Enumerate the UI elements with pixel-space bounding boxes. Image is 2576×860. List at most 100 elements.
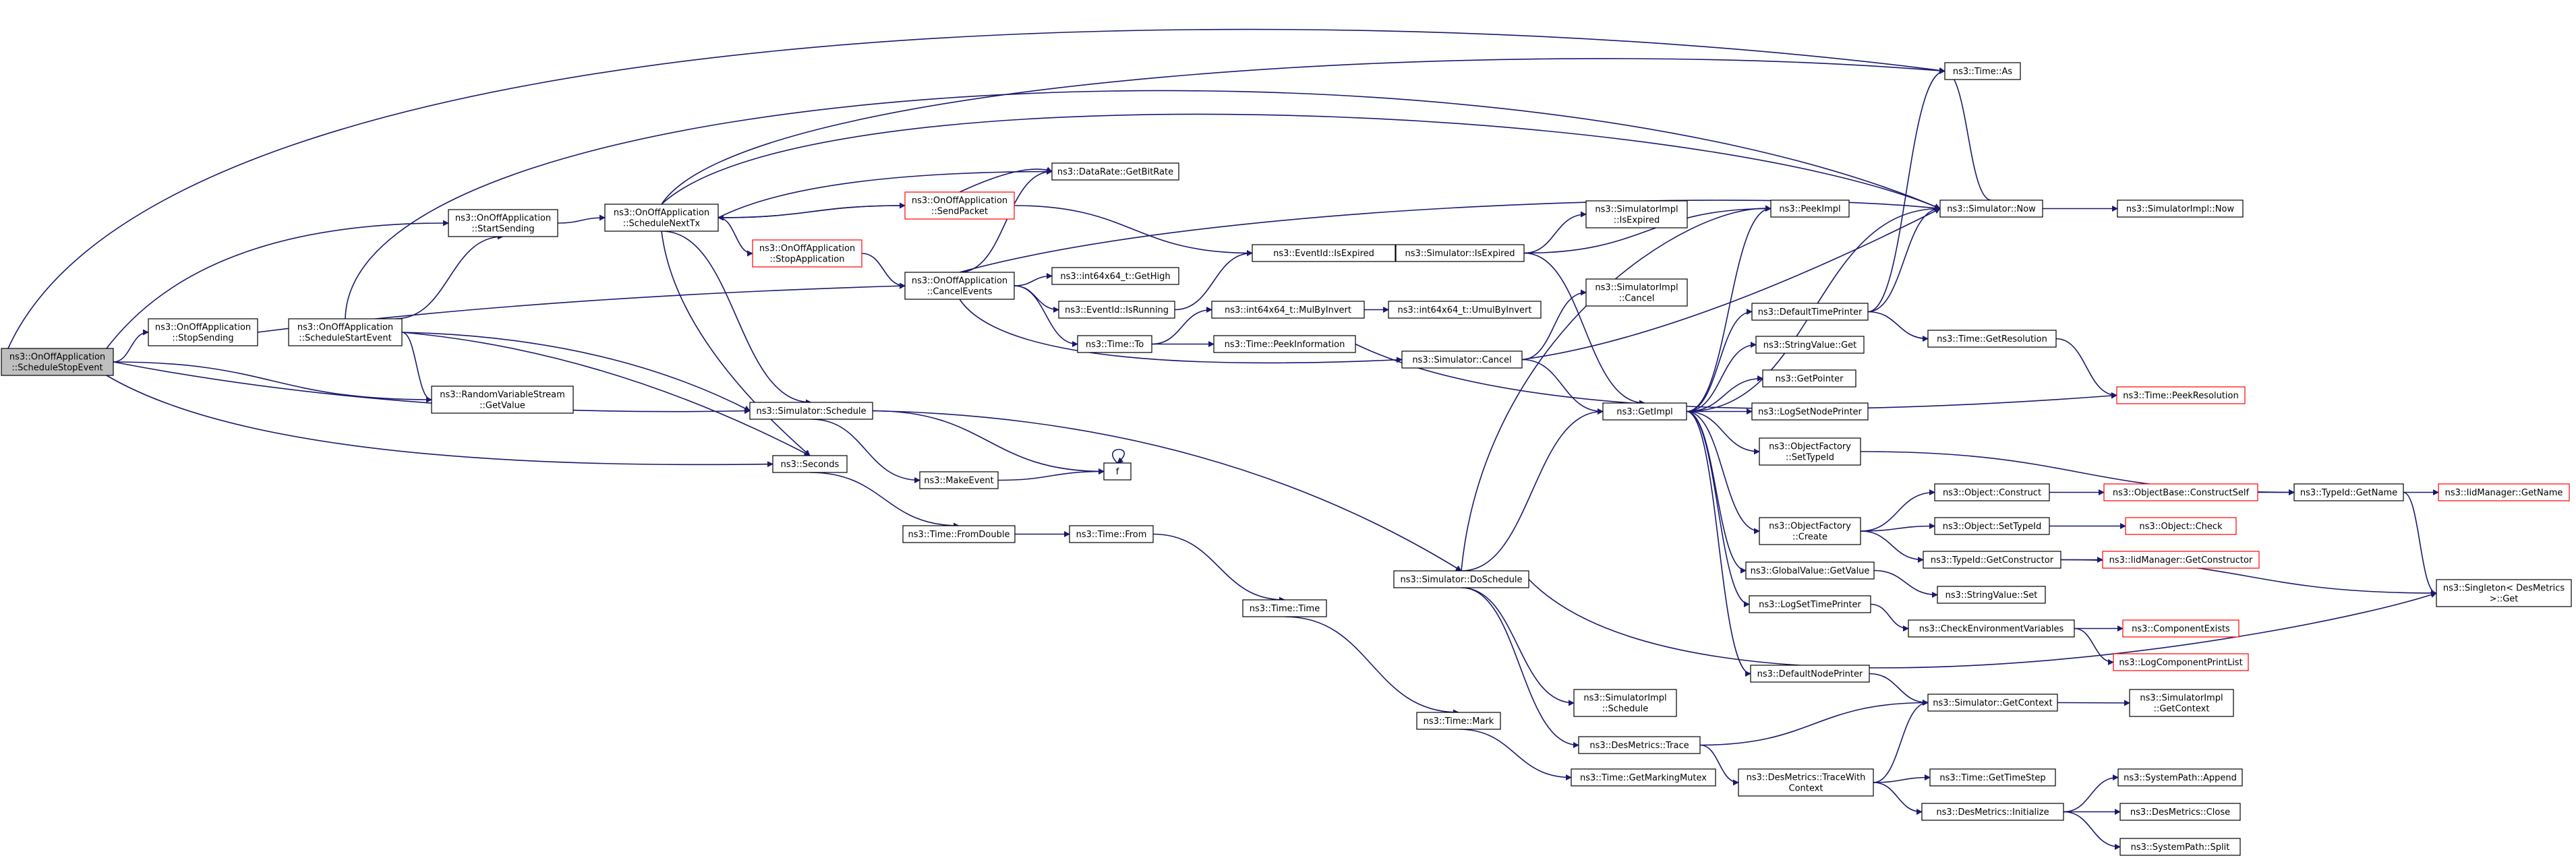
node-isrunning[interactable]: ns3::EventId::IsRunning: [1058, 301, 1175, 319]
node-defaultnodeprinter[interactable]: ns3::DefaultNodePrinter: [1750, 665, 1870, 683]
node-label: ns3::OnOffApplication: [614, 208, 709, 218]
node-gvgetvalue[interactable]: ns3::GlobalValue::GetValue: [1745, 561, 1875, 580]
node-objbaseconstructself[interactable]: ns3::ObjectBase::ConstructSelf: [2103, 483, 2258, 501]
node-peekinfo[interactable]: ns3::Time::PeekInformation: [1213, 335, 1356, 353]
node-label: ns3::OnOffApplication: [912, 196, 1007, 206]
node-root[interactable]: ns3::OnOffApplication::ScheduleStopEvent: [1, 348, 114, 376]
call-edge-getimpl-to-stringvalueget: [1686, 342, 1757, 412]
node-logsettimeprinter[interactable]: ns3::LogSetTimePrinter: [1749, 595, 1871, 613]
call-edge-schedstart-to-startsending: [394, 233, 504, 319]
node-simimplisexpired[interactable]: ns3::SimulatorImpl::IsExpired: [1585, 200, 1688, 228]
node-simimplnow[interactable]: ns3::SimulatorImpl::Now: [2117, 199, 2244, 218]
node-simimplcancel[interactable]: ns3::SimulatorImpl::Cancel: [1585, 278, 1688, 307]
call-edge-simschedule-to-simdoschedule: [872, 410, 1462, 572]
node-timetime[interactable]: ns3::Time::Time: [1242, 599, 1327, 617]
call-edge-timetime-to-timemark: [1284, 616, 1459, 716]
node-stopapp[interactable]: ns3::OnOffApplication::StopApplication: [752, 239, 862, 268]
call-edge-defaulttimeprinter-to-simnow: [1867, 206, 1941, 313]
node-label: ns3::OnOffApplication: [155, 323, 251, 333]
call-edge-desmtracewith-to-gettimestep: [1873, 774, 1931, 783]
node-box: [1388, 301, 1542, 319]
node-gettimestep[interactable]: ns3::Time::GetTimeStep: [1929, 768, 2056, 787]
node-mulbyinvert[interactable]: ns3::int64x64_t::MulByInvert: [1211, 301, 1365, 319]
node-f[interactable]: f: [1103, 462, 1132, 481]
node-tidgetconstructor[interactable]: ns3::TypeId::GetConstructor: [1923, 551, 2061, 569]
node-simnow[interactable]: ns3::Simulator::Now: [1939, 199, 2043, 218]
node-cancelevents[interactable]: ns3::OnOffApplication::CancelEvents: [904, 272, 1015, 300]
node-label: ::Cancel: [1619, 294, 1655, 304]
node-label: ns3::Object::Check: [2139, 522, 2223, 532]
node-objsettypeid[interactable]: ns3::Object::SetTypeId: [1934, 517, 2050, 535]
node-simgetcontext[interactable]: ns3::Simulator::GetContext: [1927, 694, 2058, 712]
node-rvsgetvalue[interactable]: ns3::RandomVariableStream::GetValue: [431, 386, 574, 414]
node-fromdouble[interactable]: ns3::Time::FromDouble: [902, 525, 1016, 543]
node-stopsending[interactable]: ns3::OnOffApplication::StopSending: [148, 318, 258, 346]
node-label: ::ScheduleNextTx: [623, 219, 701, 229]
node-seconds[interactable]: ns3::Seconds: [772, 455, 848, 473]
node-tidgetname[interactable]: ns3::TypeId::GetName: [2293, 483, 2404, 501]
node-singletonget[interactable]: ns3::Singleton< DesMetrics >::Get: [2436, 579, 2572, 607]
call-edge-sendpacket-to-schednexttx: [718, 205, 906, 221]
node-componentexists[interactable]: ns3::ComponentExists: [2122, 619, 2240, 638]
node-getimpl[interactable]: ns3::GetImpl: [1602, 402, 1687, 421]
node-defaulttimeprinter[interactable]: ns3::DefaultTimePrinter: [1751, 303, 1869, 321]
node-simcancel[interactable]: ns3::Simulator::Cancel: [1401, 350, 1523, 369]
node-stringvalueset[interactable]: ns3::StringValue::Set: [1937, 586, 2046, 604]
call-edges: [7, 28, 2439, 850]
node-box: [1944, 62, 2021, 80]
node-startsending[interactable]: ns3::OnOffApplication::StartSending: [448, 209, 558, 237]
node-label: f: [1116, 467, 1119, 477]
node-logcompprintlist[interactable]: ns3::LogComponentPrintList: [2113, 653, 2249, 671]
node-label: ns3::DefaultTimePrinter: [1758, 307, 1863, 317]
node-label: ns3::DataRate::GetBitRate: [1057, 167, 1173, 177]
node-label: >::Get: [2490, 594, 2519, 605]
node-box: [2119, 803, 2241, 821]
call-edge-makeevent-to-f: [997, 468, 1105, 481]
node-simisexpired[interactable]: ns3::Simulator::IsExpired: [1395, 244, 1525, 262]
node-timemark[interactable]: ns3::Time::Mark: [1416, 712, 1501, 730]
node-box: [2102, 551, 2260, 569]
node-box: [1602, 402, 1687, 421]
node-ofcreate[interactable]: ns3::ObjectFactory::Create: [1759, 517, 1861, 545]
node-peekimpl[interactable]: ns3::PeekImpl: [1770, 199, 1850, 218]
node-sendpacket[interactable]: ns3::OnOffApplication::SendPacket: [904, 191, 1015, 220]
node-objconstruct[interactable]: ns3::Object::Construct: [1934, 483, 2050, 501]
node-objcheck[interactable]: ns3::Object::Check: [2125, 517, 2237, 535]
call-edge-defaulttimeprinter-to-timeas: [1867, 68, 1945, 313]
node-timeas[interactable]: ns3::Time::As: [1944, 62, 2021, 80]
node-makeevent[interactable]: ns3::MakeEvent: [919, 471, 999, 489]
node-iidmgetconstructor[interactable]: ns3::IidManager::GetConstructor: [2102, 551, 2260, 569]
node-simimplschedule[interactable]: ns3::SimulatorImpl::Schedule: [1573, 689, 1677, 717]
node-label: ::StopApplication: [770, 255, 845, 265]
node-simimplgetcontext[interactable]: ns3::SimulatorImpl::GetContext: [2129, 689, 2234, 717]
node-checkenvvars[interactable]: ns3::CheckEnvironmentVariables: [1908, 619, 2075, 638]
node-desmclose[interactable]: ns3::DesMetrics::Close: [2119, 803, 2241, 821]
node-spsplit[interactable]: ns3::SystemPath::Split: [2119, 838, 2241, 856]
node-logsetnodeprinter[interactable]: ns3::LogSetNodePrinter: [1751, 402, 1869, 421]
node-stringvalueget[interactable]: ns3::StringValue::Get: [1755, 336, 1865, 354]
node-ofsettypeid[interactable]: ns3::ObjectFactory::SetTypeId: [1759, 437, 1861, 466]
call-edge-cancelevents-to-timeto: [1014, 285, 1078, 347]
node-getbitrate[interactable]: ns3::DataRate::GetBitRate: [1051, 162, 1179, 181]
node-eidisexpired[interactable]: ns3::EventId::IsExpired: [1252, 244, 1396, 262]
node-umulbyinvert[interactable]: ns3::int64x64_t::UmulByInvert: [1388, 301, 1542, 319]
node-desmtrace[interactable]: ns3::DesMetrics::Trace: [1578, 736, 1701, 754]
call-edge-ofcreate-to-objconstruct: [1860, 489, 1935, 532]
node-schedstart[interactable]: ns3::OnOffApplication::ScheduleStartEven…: [288, 318, 403, 346]
node-peekresolution[interactable]: ns3::Time::PeekResolution: [2116, 386, 2246, 404]
node-getresolution[interactable]: ns3::Time::GetResolution: [1927, 330, 2057, 348]
node-getpointer[interactable]: ns3::GetPointer: [1762, 369, 1856, 388]
node-gethigh[interactable]: ns3::int64x64_t::GetHigh: [1051, 267, 1179, 285]
call-edge-cancelevents-to-gethigh: [1014, 273, 1053, 286]
node-timeto[interactable]: ns3::Time::To: [1077, 335, 1152, 353]
node-simdoschedule[interactable]: ns3::Simulator::DoSchedule: [1393, 570, 1529, 588]
node-iidmgetname[interactable]: ns3::IidManager::GetName: [2438, 483, 2570, 501]
node-spappend[interactable]: ns3::SystemPath::Append: [2117, 768, 2243, 787]
node-schednexttx[interactable]: ns3::OnOffApplication::ScheduleNextTx: [604, 204, 719, 232]
node-simschedule[interactable]: ns3::Simulator::Schedule: [749, 402, 873, 420]
node-timefrom[interactable]: ns3::Time::From: [1069, 525, 1154, 543]
node-getmarkingmutex[interactable]: ns3::Time::GetMarkingMutex: [1571, 768, 1716, 787]
node-desminit[interactable]: ns3::DesMetrics::Initialize: [1921, 803, 2064, 821]
